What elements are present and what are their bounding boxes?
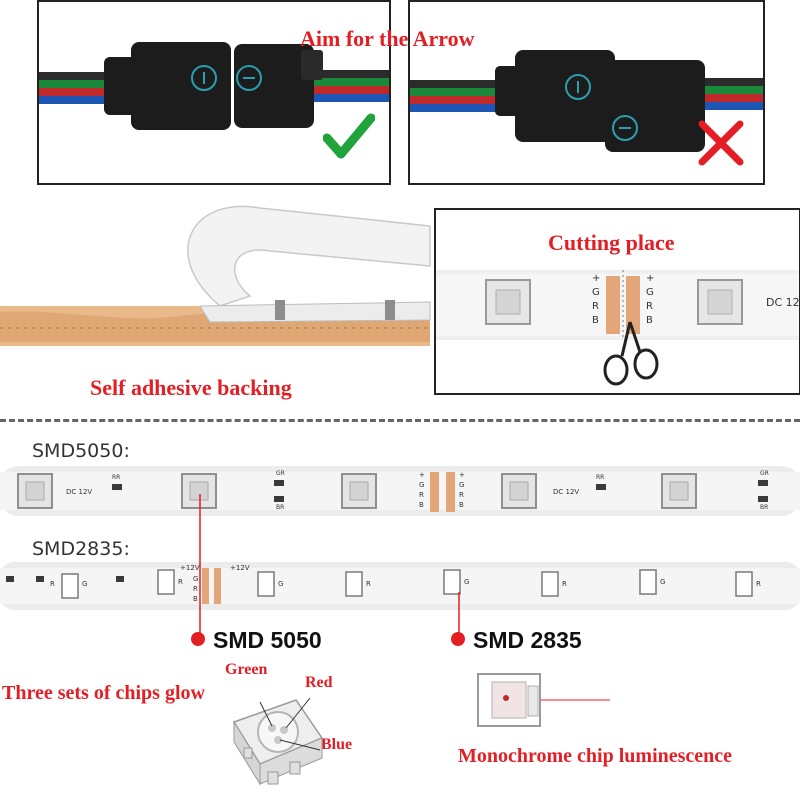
cutting-pad-labels-right: + G R B: [646, 273, 655, 326]
smd2835-heading: SMD2835:: [32, 538, 130, 560]
cutting-strip-text: DC 12: [766, 296, 800, 309]
chip-color-green: Green: [225, 661, 268, 678]
check-icon: [323, 112, 375, 160]
smd5050-label: SMD 5050: [213, 627, 322, 653]
smd5050-res-c: GR: [276, 470, 285, 477]
aim-arrow-title: Aim for the Arrow: [300, 26, 475, 51]
smd2835-chip-label: R: [562, 580, 567, 588]
smd5050-pad-labels-right: + G R B: [459, 471, 465, 509]
smd2835-chip-label: R: [366, 580, 371, 588]
connector-correct-panel: [37, 0, 391, 185]
smd2835-chip-label: G: [82, 580, 88, 588]
smd2835-chip-label: R: [50, 580, 55, 588]
cross-icon: [696, 118, 746, 168]
smd2835-chip-illustration: [470, 668, 550, 732]
chip-color-red: Red: [305, 674, 333, 691]
cutting-pad-labels-left: + G R B: [592, 273, 601, 326]
smd5050-res-e: GR: [760, 470, 769, 477]
section-divider: [0, 419, 800, 422]
smd5050-heading: SMD5050:: [32, 440, 130, 462]
smd5050-pad-labels-left: + G R B: [419, 471, 425, 509]
three-chips-description: Three sets of chips glow: [2, 682, 205, 704]
smd5050-res-b: RR: [596, 474, 605, 481]
smd5050-dot: [191, 632, 205, 646]
smd2835-chip-label: G: [660, 578, 666, 586]
smd2835-voltage-right: +12V: [230, 564, 250, 572]
connector-wrong-panel: [408, 0, 765, 185]
smd2835-dot: [451, 632, 465, 646]
connector-wrong-illustration: [410, 50, 763, 152]
monochrome-description: Monochrome chip luminescence: [458, 745, 733, 767]
smd2835-chip-label: R: [178, 578, 183, 586]
cutting-strip-illustration: [436, 270, 799, 386]
connector-correct-illustration: [39, 42, 389, 130]
adhesive-strip-illustration: [0, 196, 440, 356]
cutting-panel: + G R B + G R B DC 12: [434, 208, 800, 395]
adhesive-label: Self adhesive backing: [90, 375, 292, 400]
smd5050-res-a: RR: [112, 474, 121, 481]
smd2835-pad-labels: G R B: [193, 575, 199, 603]
chip-color-blue: Blue: [321, 736, 353, 753]
smd2835-label: SMD 2835: [473, 627, 582, 653]
smd5050-res-d: BR: [276, 504, 285, 511]
smd2835-chip-label: G: [278, 580, 284, 588]
smd5050-voltage-a: DC 12V: [66, 488, 93, 496]
smd2835-voltage-left: +12V: [180, 564, 200, 572]
smd5050-chip-illustration: [226, 692, 326, 792]
smd5050-res-f: BR: [760, 504, 769, 511]
smd5050-voltage-b: DC 12V: [553, 488, 580, 496]
smd2835-chip-label: G: [464, 578, 470, 586]
smd5050-strip: DC 12V DC 12V RR RR GR BR GR BR + G R B …: [0, 462, 800, 520]
cutting-title: Cutting place: [548, 230, 675, 255]
smd2835-chip-label: R: [756, 580, 761, 588]
